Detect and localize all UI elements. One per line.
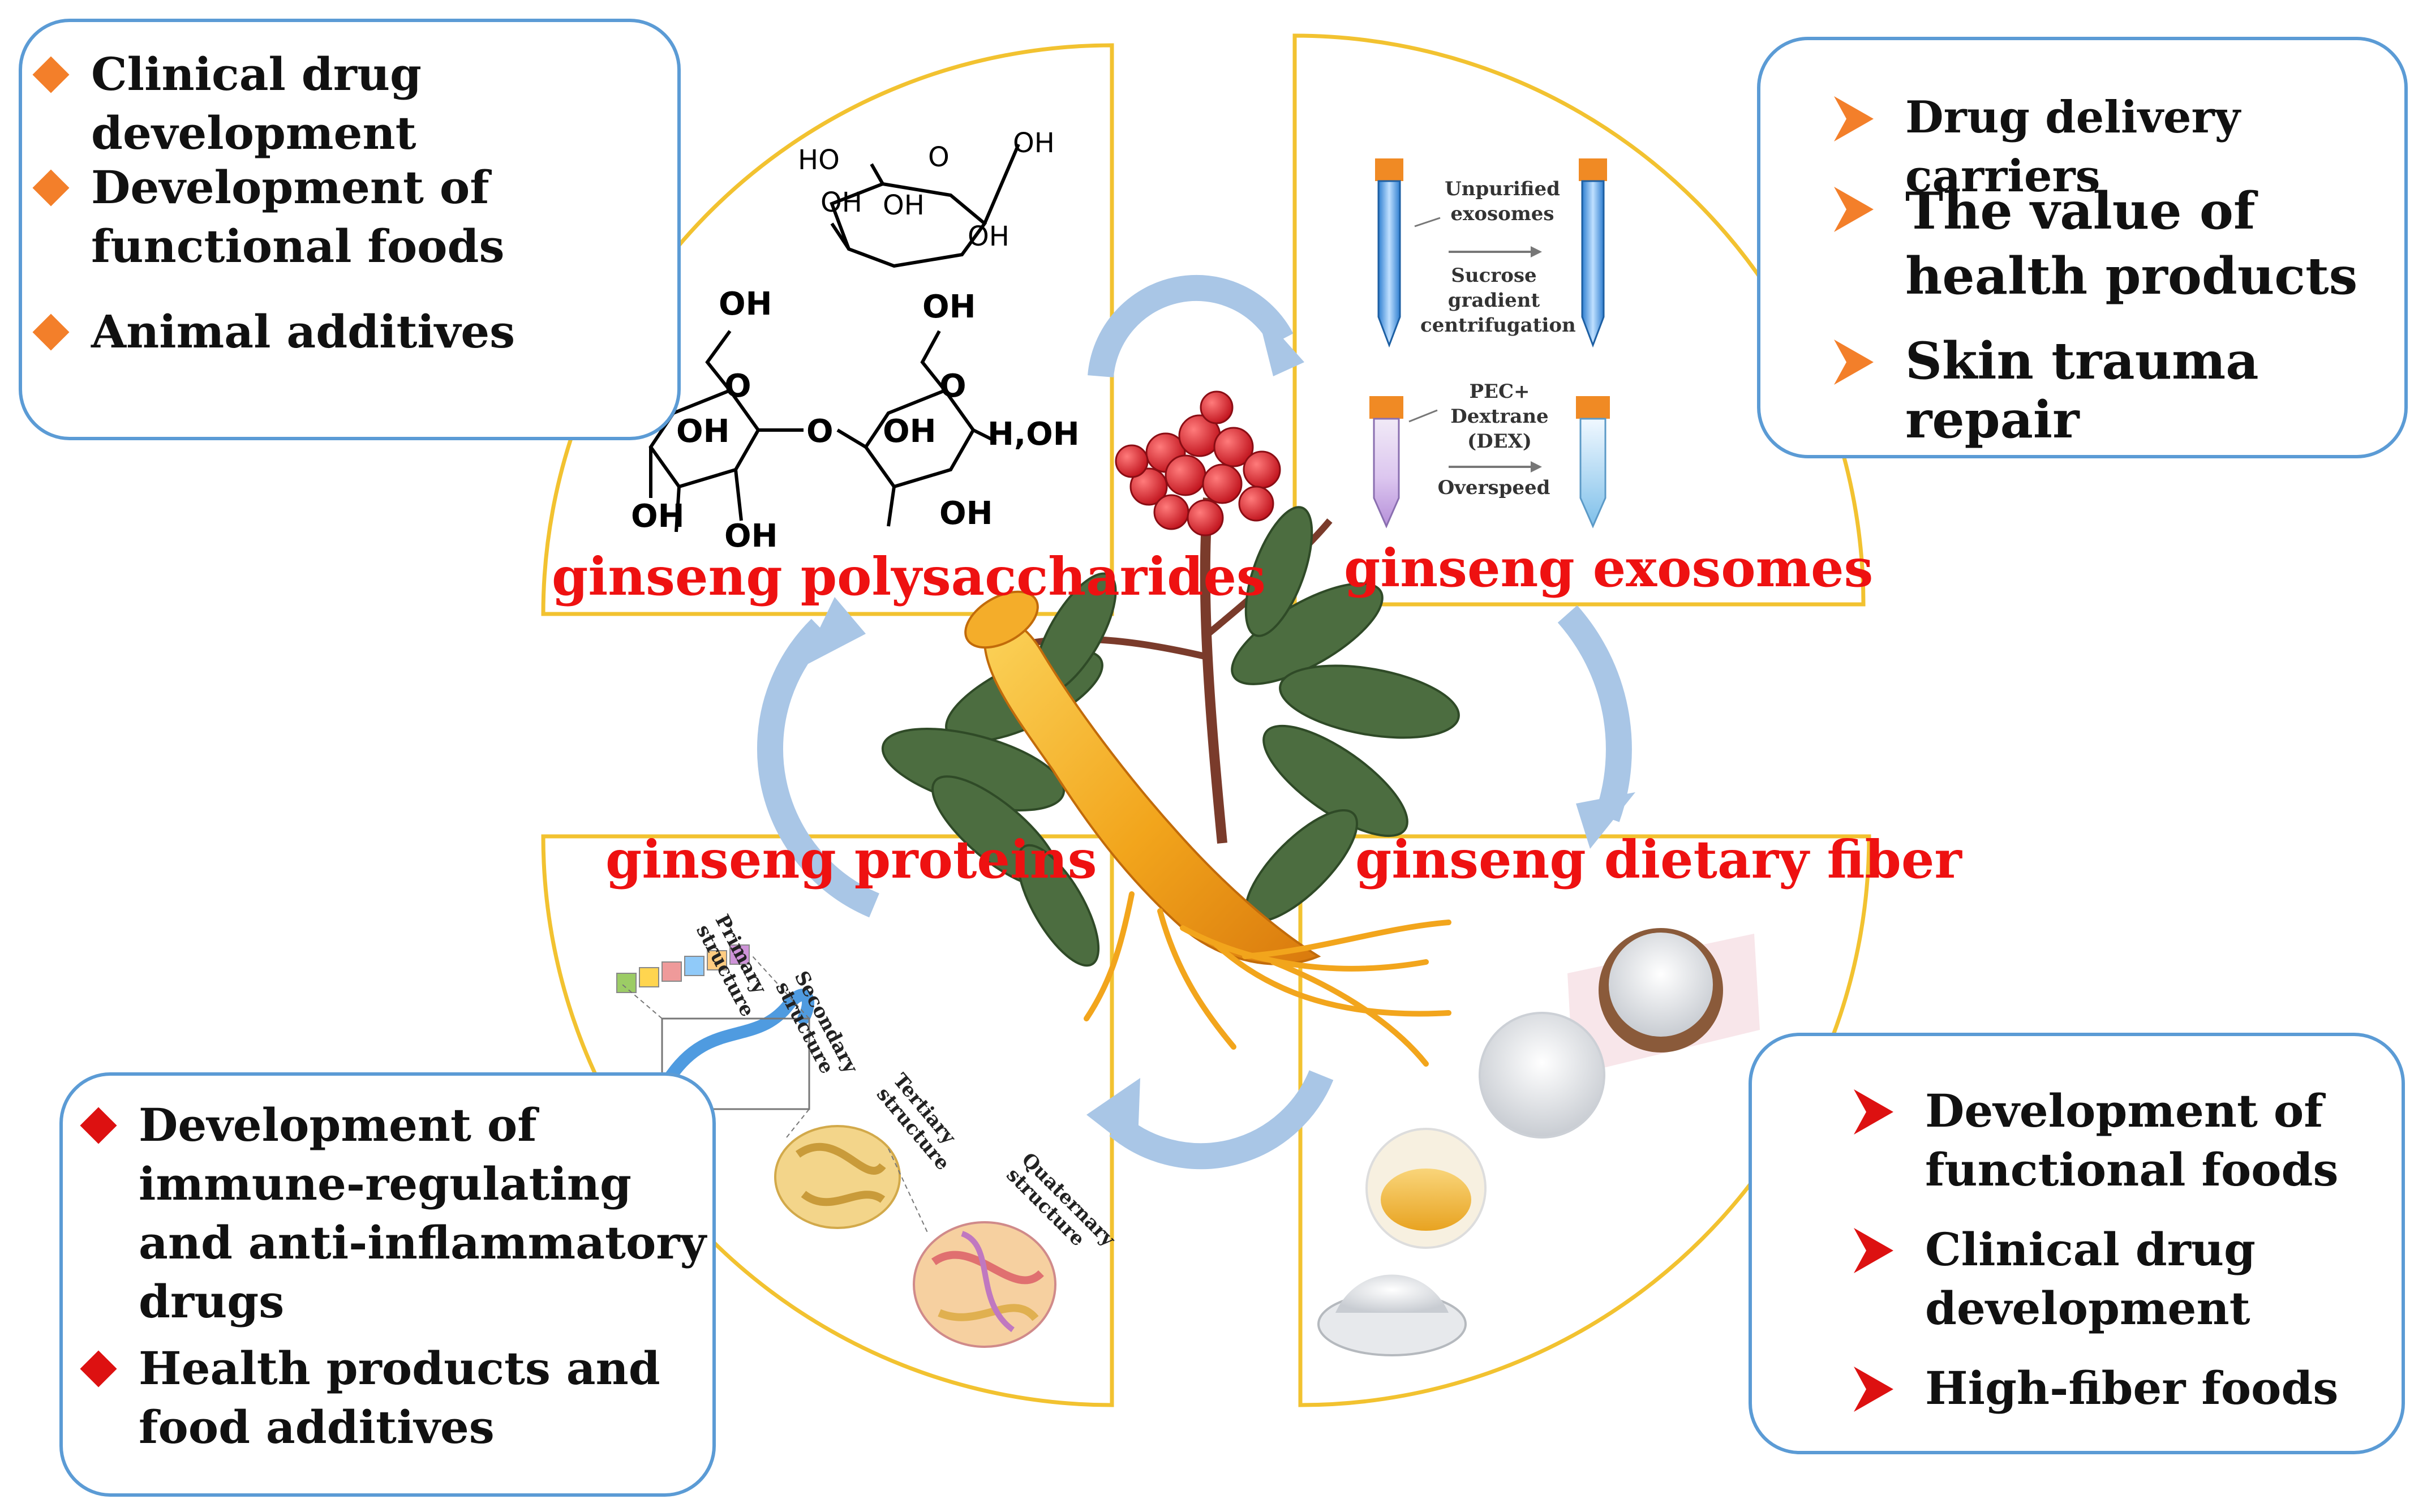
list-item-label: High-fiber foods <box>1925 1361 2339 1415</box>
list-item-label: The value of health products <box>1905 181 2358 306</box>
chem-oh-label: OH <box>922 289 976 325</box>
label-ginseng-dietary-fiber: ginseng dietary fiber <box>1355 829 1962 890</box>
cycle-arrow-bottom <box>1109 1070 1334 1170</box>
chem-oh-label: OH <box>719 286 772 323</box>
chem-o-label: O <box>939 368 966 405</box>
red-arrow-bullet-icon <box>1854 1089 1893 1135</box>
cycle-arrow-heads <box>801 308 1635 1154</box>
ginseng-plant-illustration <box>881 390 1460 1067</box>
chem-oh-label: OH <box>821 187 862 218</box>
red-arrow-bullet-icon <box>1854 1228 1893 1273</box>
applications-box-proteins: Development of immune-regulating and ant… <box>59 1072 716 1497</box>
red-arrow-bullet-icon <box>1854 1367 1893 1412</box>
chem-o-label: O <box>806 413 834 450</box>
label-ginseng-polysaccharides: ginseng polysaccharides <box>552 546 1266 607</box>
chem-o-label: O <box>928 141 950 173</box>
chem-oh-label: OH <box>631 498 685 535</box>
chem-oh-label: OH <box>724 518 778 555</box>
chem-oh-label: OH <box>883 413 937 450</box>
list-item-label: Animal additives <box>91 305 516 358</box>
polysaccharide-structure-drawing <box>648 143 1020 532</box>
quadrant-exosomes <box>1292 33 1866 607</box>
list-item: Clinical drug development <box>1854 1220 2391 1338</box>
chem-oh-label: OH <box>676 413 730 450</box>
list-item: Drug delivery carriers <box>1834 88 2400 206</box>
chem-oh-label: OH <box>1013 127 1055 159</box>
quadrant-polysaccharides <box>541 43 1114 616</box>
list-item-label: Health products and food additives <box>139 1342 660 1454</box>
label-ginseng-proteins: ginseng proteins <box>605 829 1097 890</box>
applications-box-polysaccharides: Clinical drug development Development of… <box>19 19 681 440</box>
list-item: Health products and food additives <box>80 1339 708 1457</box>
list-item: Skin trauma repair <box>1834 332 2400 449</box>
list-item: Clinical drug development <box>32 45 672 162</box>
exosome-unpurified-label: Unpurified exosomes <box>1445 178 1560 225</box>
orange-diamond-bullet-icon <box>32 56 70 93</box>
applications-box-exosomes: Drug delivery carriers The value of heal… <box>1757 37 2408 458</box>
exosome-tube-illustrations <box>1369 158 1610 529</box>
red-diamond-bullet-icon <box>80 1350 117 1388</box>
cycle-arrow-right <box>1557 605 1632 822</box>
exosome-sucrose-label: Sucrose gradient centrifugation <box>1420 264 1576 337</box>
list-item-label: Clinical drug development <box>91 48 422 160</box>
orange-diamond-bullet-icon <box>32 169 70 207</box>
list-item: High-fiber foods <box>1854 1359 2391 1418</box>
list-item: The value of health products <box>1834 179 2400 309</box>
chem-o-label: O <box>724 368 751 405</box>
list-item-label: Development of immune-regulating and ant… <box>139 1098 706 1328</box>
list-item-label: Skin trauma repair <box>1905 331 2259 450</box>
chem-oh-label: OH <box>939 495 993 532</box>
cycle-arrow-left <box>757 618 879 918</box>
chem-h2oh-label: H,OH <box>987 416 1080 453</box>
label-ginseng-exosomes: ginseng exosomes <box>1344 538 1874 599</box>
list-item-label: Drug delivery carriers <box>1905 92 2240 202</box>
cycle-arrow-top <box>1088 274 1294 378</box>
list-item: Development of functional foods <box>32 158 672 276</box>
orange-arrow-bullet-icon <box>1834 340 1874 385</box>
list-item-label: Clinical drug development <box>1925 1223 2256 1335</box>
applications-box-dietary-fiber: Development of functional foods Clinical… <box>1749 1033 2405 1454</box>
chem-ho-label: HO <box>798 144 840 176</box>
list-item-label: Development of functional foods <box>91 161 505 273</box>
protein-structure-illustration <box>616 944 1056 1348</box>
cycle-arrows <box>757 274 1632 1170</box>
list-item: Development of functional foods <box>1854 1081 2391 1199</box>
exosome-pec-label: PEC+ Dextrane (DEX) <box>1450 380 1549 453</box>
orange-arrow-bullet-icon <box>1834 96 1874 141</box>
chem-oh-label: OH <box>883 190 925 221</box>
orange-diamond-bullet-icon <box>32 313 70 351</box>
list-item: Development of immune-regulating and ant… <box>80 1096 708 1331</box>
red-diamond-bullet-icon <box>80 1107 117 1144</box>
exosome-overspeed-label: Overspeed <box>1437 476 1550 499</box>
orange-arrow-bullet-icon <box>1834 187 1874 232</box>
chem-oh-label: OH <box>968 221 1010 252</box>
list-item-label: Development of functional foods <box>1925 1084 2339 1196</box>
list-item: Animal additives <box>32 302 672 361</box>
dietary-fiber-photos <box>1317 928 1760 1356</box>
